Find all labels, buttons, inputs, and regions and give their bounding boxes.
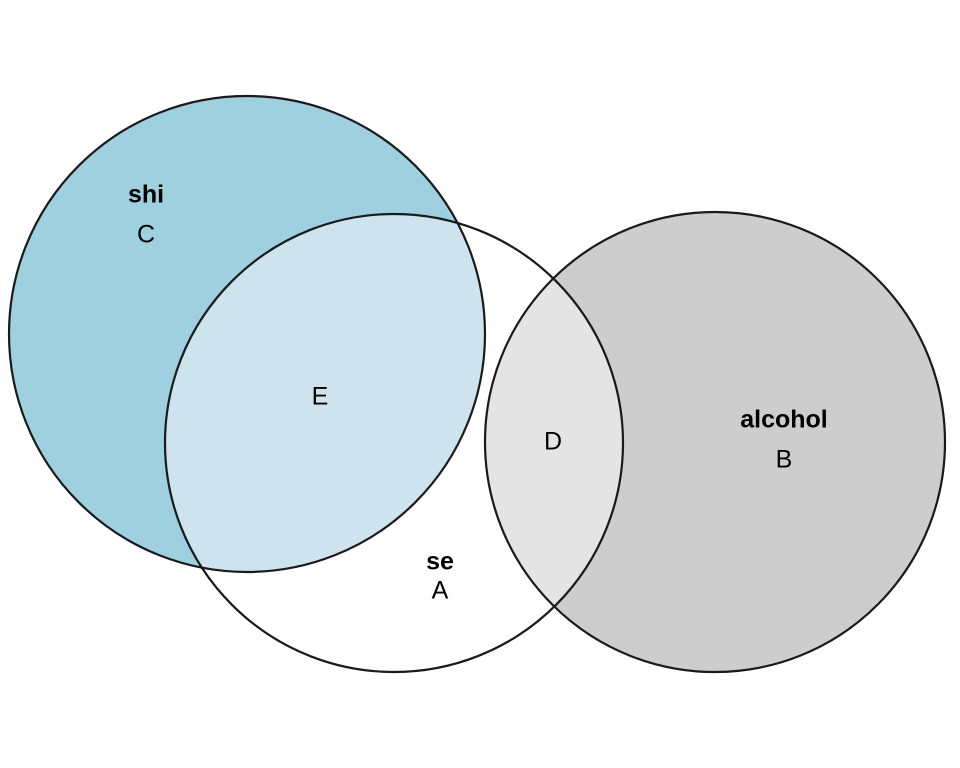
set-b-letter-label: B <box>776 446 793 474</box>
set-a-name-label: se <box>426 548 454 576</box>
intersection-e-letter-label: E <box>312 383 329 411</box>
set-circle-a-outline <box>163 212 625 674</box>
set-a-letter-label: A <box>432 577 449 605</box>
intersection-e-region[interactable] <box>165 214 623 672</box>
venn-labels: shi C E se A D alcohol B <box>128 181 828 605</box>
set-c-name-label: shi <box>128 181 164 209</box>
set-circle-b-outline <box>483 210 947 674</box>
set-circle-c-outline <box>7 94 487 574</box>
intersection-d-letter-label: D <box>544 428 562 456</box>
set-c-letter-label: C <box>137 221 155 249</box>
venn-outlines <box>7 94 947 674</box>
set-circle-b-fill[interactable] <box>485 212 945 672</box>
set-b-name-label: alcohol <box>740 406 828 434</box>
